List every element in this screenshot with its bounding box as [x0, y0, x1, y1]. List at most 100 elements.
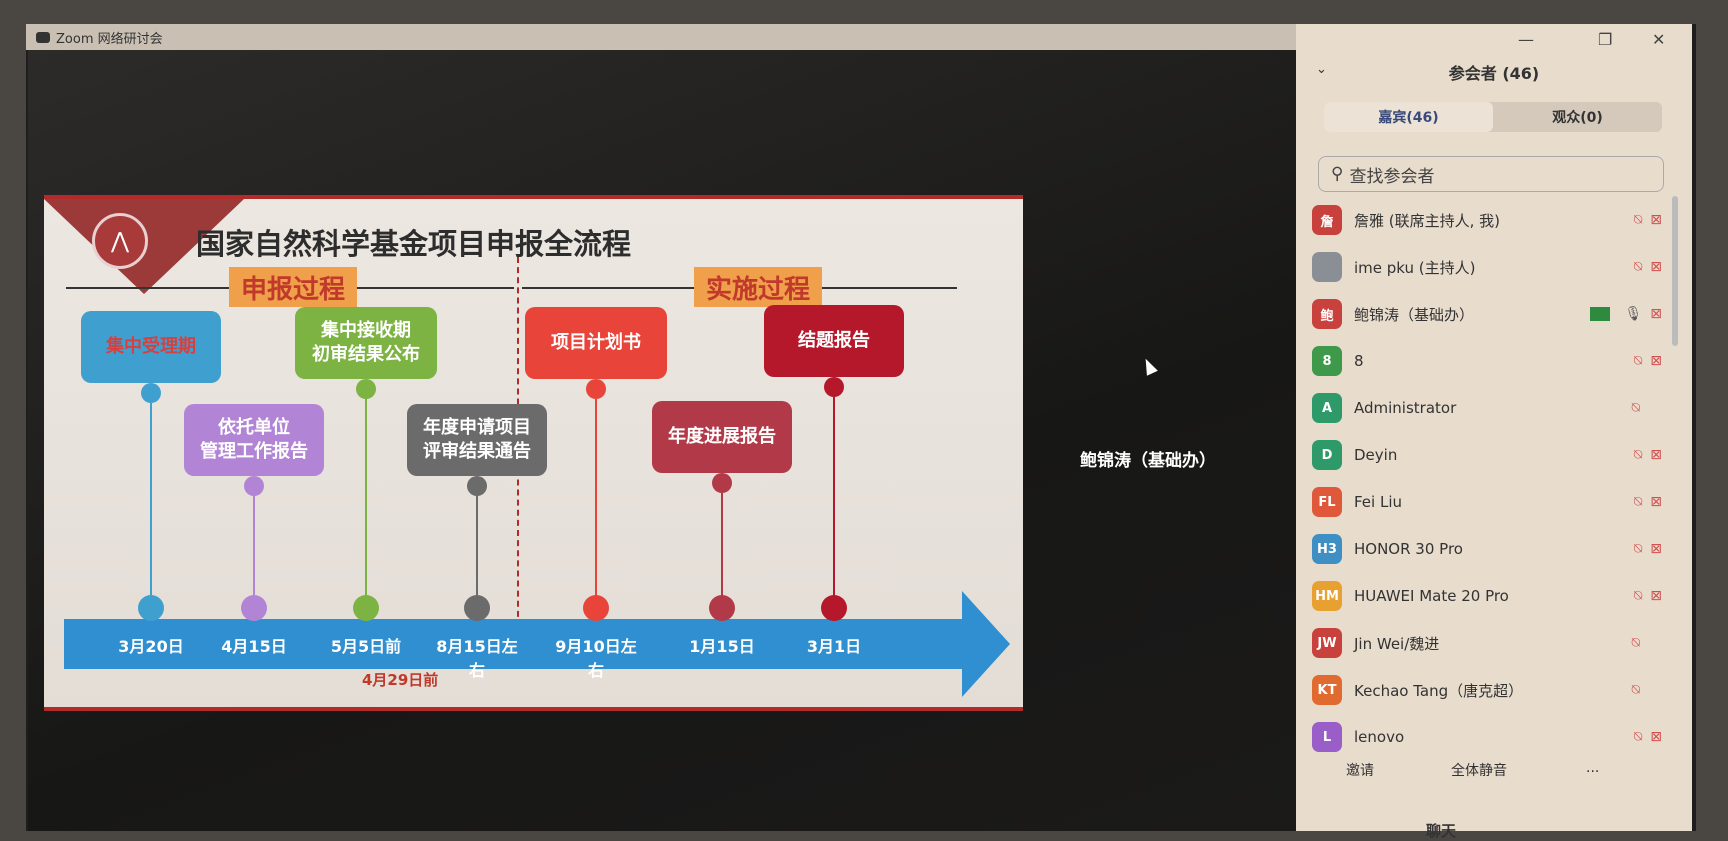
- video-off-icon[interactable]: ⊠: [1650, 447, 1662, 463]
- minimize-button[interactable]: —: [1518, 30, 1534, 49]
- timeline-dot: [709, 595, 735, 621]
- microphone-muted-icon[interactable]: ⍉: [1633, 259, 1643, 275]
- timeline-arrow: [64, 619, 964, 669]
- avatar: HM: [1312, 581, 1342, 611]
- participant-name: 詹雅 (联席主持人, 我): [1354, 211, 1501, 230]
- event-pin: [141, 383, 161, 403]
- timeline-dot: [138, 595, 164, 621]
- participants-panel: — ❐ ✕ ⌄ 参会者 (46) 嘉宾(46) 观众(0) ⚲ 查找参会者 詹 …: [1296, 24, 1692, 840]
- event-date: 4月15日: [221, 637, 287, 656]
- avatar: H3: [1312, 534, 1342, 564]
- microphone-muted-icon[interactable]: ⍉: [1633, 212, 1643, 228]
- participant-row[interactable]: HM HUAWEI Mate 20 Pro ⍉ ⊠: [1312, 576, 1662, 616]
- microphone-muted-icon[interactable]: ⍉: [1633, 541, 1643, 557]
- video-off-icon[interactable]: ⊠: [1650, 306, 1662, 322]
- timeline-note: 4月29日前: [362, 671, 439, 689]
- search-icon: ⚲: [1331, 164, 1344, 184]
- collapse-chevron-icon[interactable]: ⌄: [1316, 62, 1327, 77]
- participant-row[interactable]: FL Fei Liu ⍉ ⊠: [1312, 482, 1662, 522]
- tab-attendees[interactable]: 观众(0): [1552, 110, 1603, 126]
- event-box: 年度进展报告: [652, 401, 792, 473]
- avatar: L: [1312, 722, 1342, 752]
- zoom-logo-icon: [36, 31, 50, 43]
- search-placeholder: 查找参会者: [1349, 166, 1435, 187]
- mute-all-button[interactable]: 全体静音: [1451, 763, 1507, 779]
- participant-row[interactable]: 8 8 ⍉ ⊠: [1312, 341, 1662, 381]
- search-participants-input[interactable]: ⚲ 查找参会者: [1318, 156, 1664, 192]
- participant-tabs: 嘉宾(46) 观众(0): [1324, 102, 1662, 132]
- event-pin: [356, 379, 376, 399]
- participant-name: Fei Liu: [1354, 493, 1403, 511]
- video-off-icon[interactable]: ⊠: [1650, 729, 1662, 745]
- avatar: FL: [1312, 487, 1342, 517]
- phase-label-implement: 实施过程: [694, 267, 823, 307]
- invite-button[interactable]: 邀请: [1346, 763, 1374, 779]
- event-stem: [833, 397, 835, 597]
- microphone-muted-icon[interactable]: ⍉: [1633, 353, 1643, 369]
- participant-row[interactable]: ime pku (主持人) ⍉ ⊠: [1312, 247, 1662, 287]
- window-titlebar: Zoom 网络研讨会: [26, 24, 1296, 50]
- microphone-icon[interactable]: 🎙: [1624, 306, 1643, 322]
- panel-title: 参会者 (46): [1448, 64, 1540, 83]
- avatar: 詹: [1312, 205, 1342, 235]
- event-box: 集中接收期 初审结果公布: [295, 307, 437, 379]
- video-off-icon[interactable]: ⊠: [1650, 259, 1662, 275]
- participant-row[interactable]: D Deyin ⍉ ⊠: [1312, 435, 1662, 475]
- video-off-icon[interactable]: ⊠: [1650, 494, 1662, 510]
- microphone-muted-icon[interactable]: ⍉: [1631, 635, 1640, 651]
- participant-name: lenovo: [1354, 728, 1405, 746]
- close-button[interactable]: ✕: [1652, 30, 1666, 49]
- microphone-muted-icon[interactable]: ⍉: [1633, 729, 1643, 745]
- event-stem: [476, 496, 478, 597]
- participant-name: Administrator: [1354, 399, 1457, 417]
- participant-row[interactable]: KT Kechao Tang（唐克超） ⍉: [1312, 670, 1662, 710]
- event-stem: [150, 403, 152, 597]
- timeline-dot: [821, 595, 847, 621]
- microphone-muted-icon[interactable]: ⍉: [1631, 682, 1640, 698]
- participant-row[interactable]: JW Jin Wei/魏进 ⍉: [1312, 623, 1662, 663]
- video-off-icon[interactable]: ⊠: [1650, 588, 1662, 604]
- event-box: 结题报告: [764, 305, 904, 377]
- participant-name: Kechao Tang（唐克超）: [1354, 681, 1524, 700]
- participant-name: Jin Wei/魏进: [1354, 634, 1440, 653]
- participant-name: 8: [1354, 352, 1364, 370]
- participant-name: ime pku (主持人): [1354, 258, 1476, 277]
- window-title: Zoom 网络研讨会: [56, 31, 163, 47]
- microphone-muted-icon[interactable]: ⍉: [1633, 588, 1643, 604]
- event-box: 依托单位 管理工作报告: [184, 404, 324, 476]
- participant-row[interactable]: H3 HONOR 30 Pro ⍉ ⊠: [1312, 529, 1662, 569]
- event-date: 8月15日左右: [436, 637, 518, 680]
- event-pin: [824, 377, 844, 397]
- event-box: 年度申请项目 评审结果通告: [407, 404, 547, 476]
- more-button[interactable]: ...: [1586, 760, 1600, 776]
- restore-button[interactable]: ❐: [1598, 30, 1613, 49]
- participant-row[interactable]: 詹 詹雅 (联席主持人, 我) ⍉ ⊠: [1312, 200, 1662, 240]
- event-pin: [586, 379, 606, 399]
- avatar: KT: [1312, 675, 1342, 705]
- avatar: A: [1312, 393, 1342, 423]
- avatar: [1312, 252, 1342, 282]
- microphone-muted-icon[interactable]: ⍉: [1633, 447, 1643, 463]
- event-stem: [253, 496, 255, 597]
- event-stem: [595, 399, 597, 597]
- timeline-dot: [241, 595, 267, 621]
- video-off-icon[interactable]: ⊠: [1650, 212, 1662, 228]
- participant-name: 鲍锦涛（基础办）: [1354, 305, 1475, 324]
- video-off-icon[interactable]: ⊠: [1650, 353, 1662, 369]
- event-box: 集中受理期: [81, 311, 221, 383]
- phase-label-apply: 申报过程: [229, 267, 358, 307]
- participant-row[interactable]: A Administrator ⍉: [1312, 388, 1662, 428]
- tab-panelists[interactable]: 嘉宾(46): [1324, 102, 1493, 132]
- event-pin: [244, 476, 264, 496]
- microphone-muted-icon[interactable]: ⍉: [1633, 494, 1643, 510]
- event-date: 1月15日: [689, 637, 755, 656]
- participant-row[interactable]: L lenovo ⍉ ⊠: [1312, 717, 1662, 757]
- event-date: 9月10日左右: [555, 637, 637, 680]
- event-date: 3月20日: [118, 637, 184, 656]
- participant-name: HUAWEI Mate 20 Pro: [1354, 587, 1509, 605]
- video-off-icon[interactable]: ⊠: [1650, 541, 1662, 557]
- university-logo: ⋀: [92, 213, 148, 269]
- microphone-muted-icon[interactable]: ⍉: [1631, 400, 1640, 416]
- participant-row[interactable]: 鲍 鲍锦涛（基础办） 🎙 ⊠: [1312, 294, 1662, 334]
- scrollbar[interactable]: [1672, 196, 1678, 346]
